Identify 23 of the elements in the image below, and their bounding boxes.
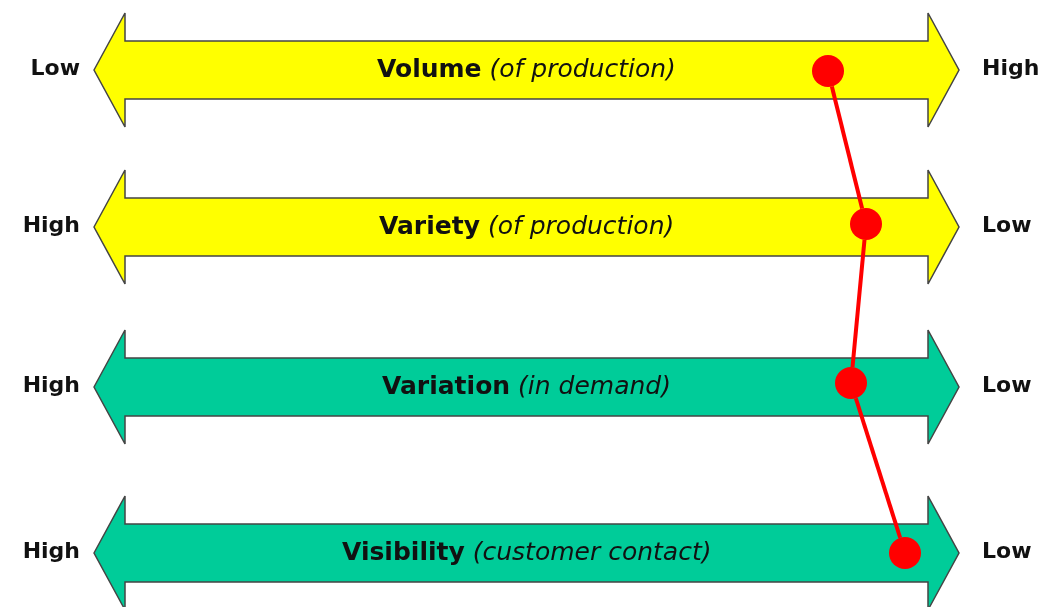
scale-label: High	[22, 372, 80, 397]
axis-label: Variation (in demand)	[382, 371, 671, 400]
axis-label: Variety (of production)	[379, 211, 675, 240]
scale-label: Low	[982, 538, 1032, 563]
double-arrow	[93, 495, 960, 607]
marker-dot	[835, 367, 867, 399]
marker-dot	[850, 208, 882, 240]
marker-dot	[812, 55, 844, 87]
double-arrow	[93, 169, 960, 285]
scale-label: Low	[982, 212, 1032, 237]
marker-dot	[889, 537, 921, 569]
connector-line	[850, 239, 867, 368]
scale-label: High	[982, 55, 1040, 80]
scale-label: High	[22, 212, 80, 237]
axis-label: Visibility (customer contact)	[342, 537, 712, 566]
connector-line	[853, 397, 903, 539]
scale-label: Low	[30, 55, 80, 80]
connector-line	[829, 86, 865, 209]
scale-label: High	[22, 538, 80, 563]
scale-label: Low	[982, 372, 1032, 397]
axis-label: Volume (of production)	[377, 54, 676, 83]
double-arrow	[93, 12, 960, 128]
double-arrow	[93, 329, 960, 445]
